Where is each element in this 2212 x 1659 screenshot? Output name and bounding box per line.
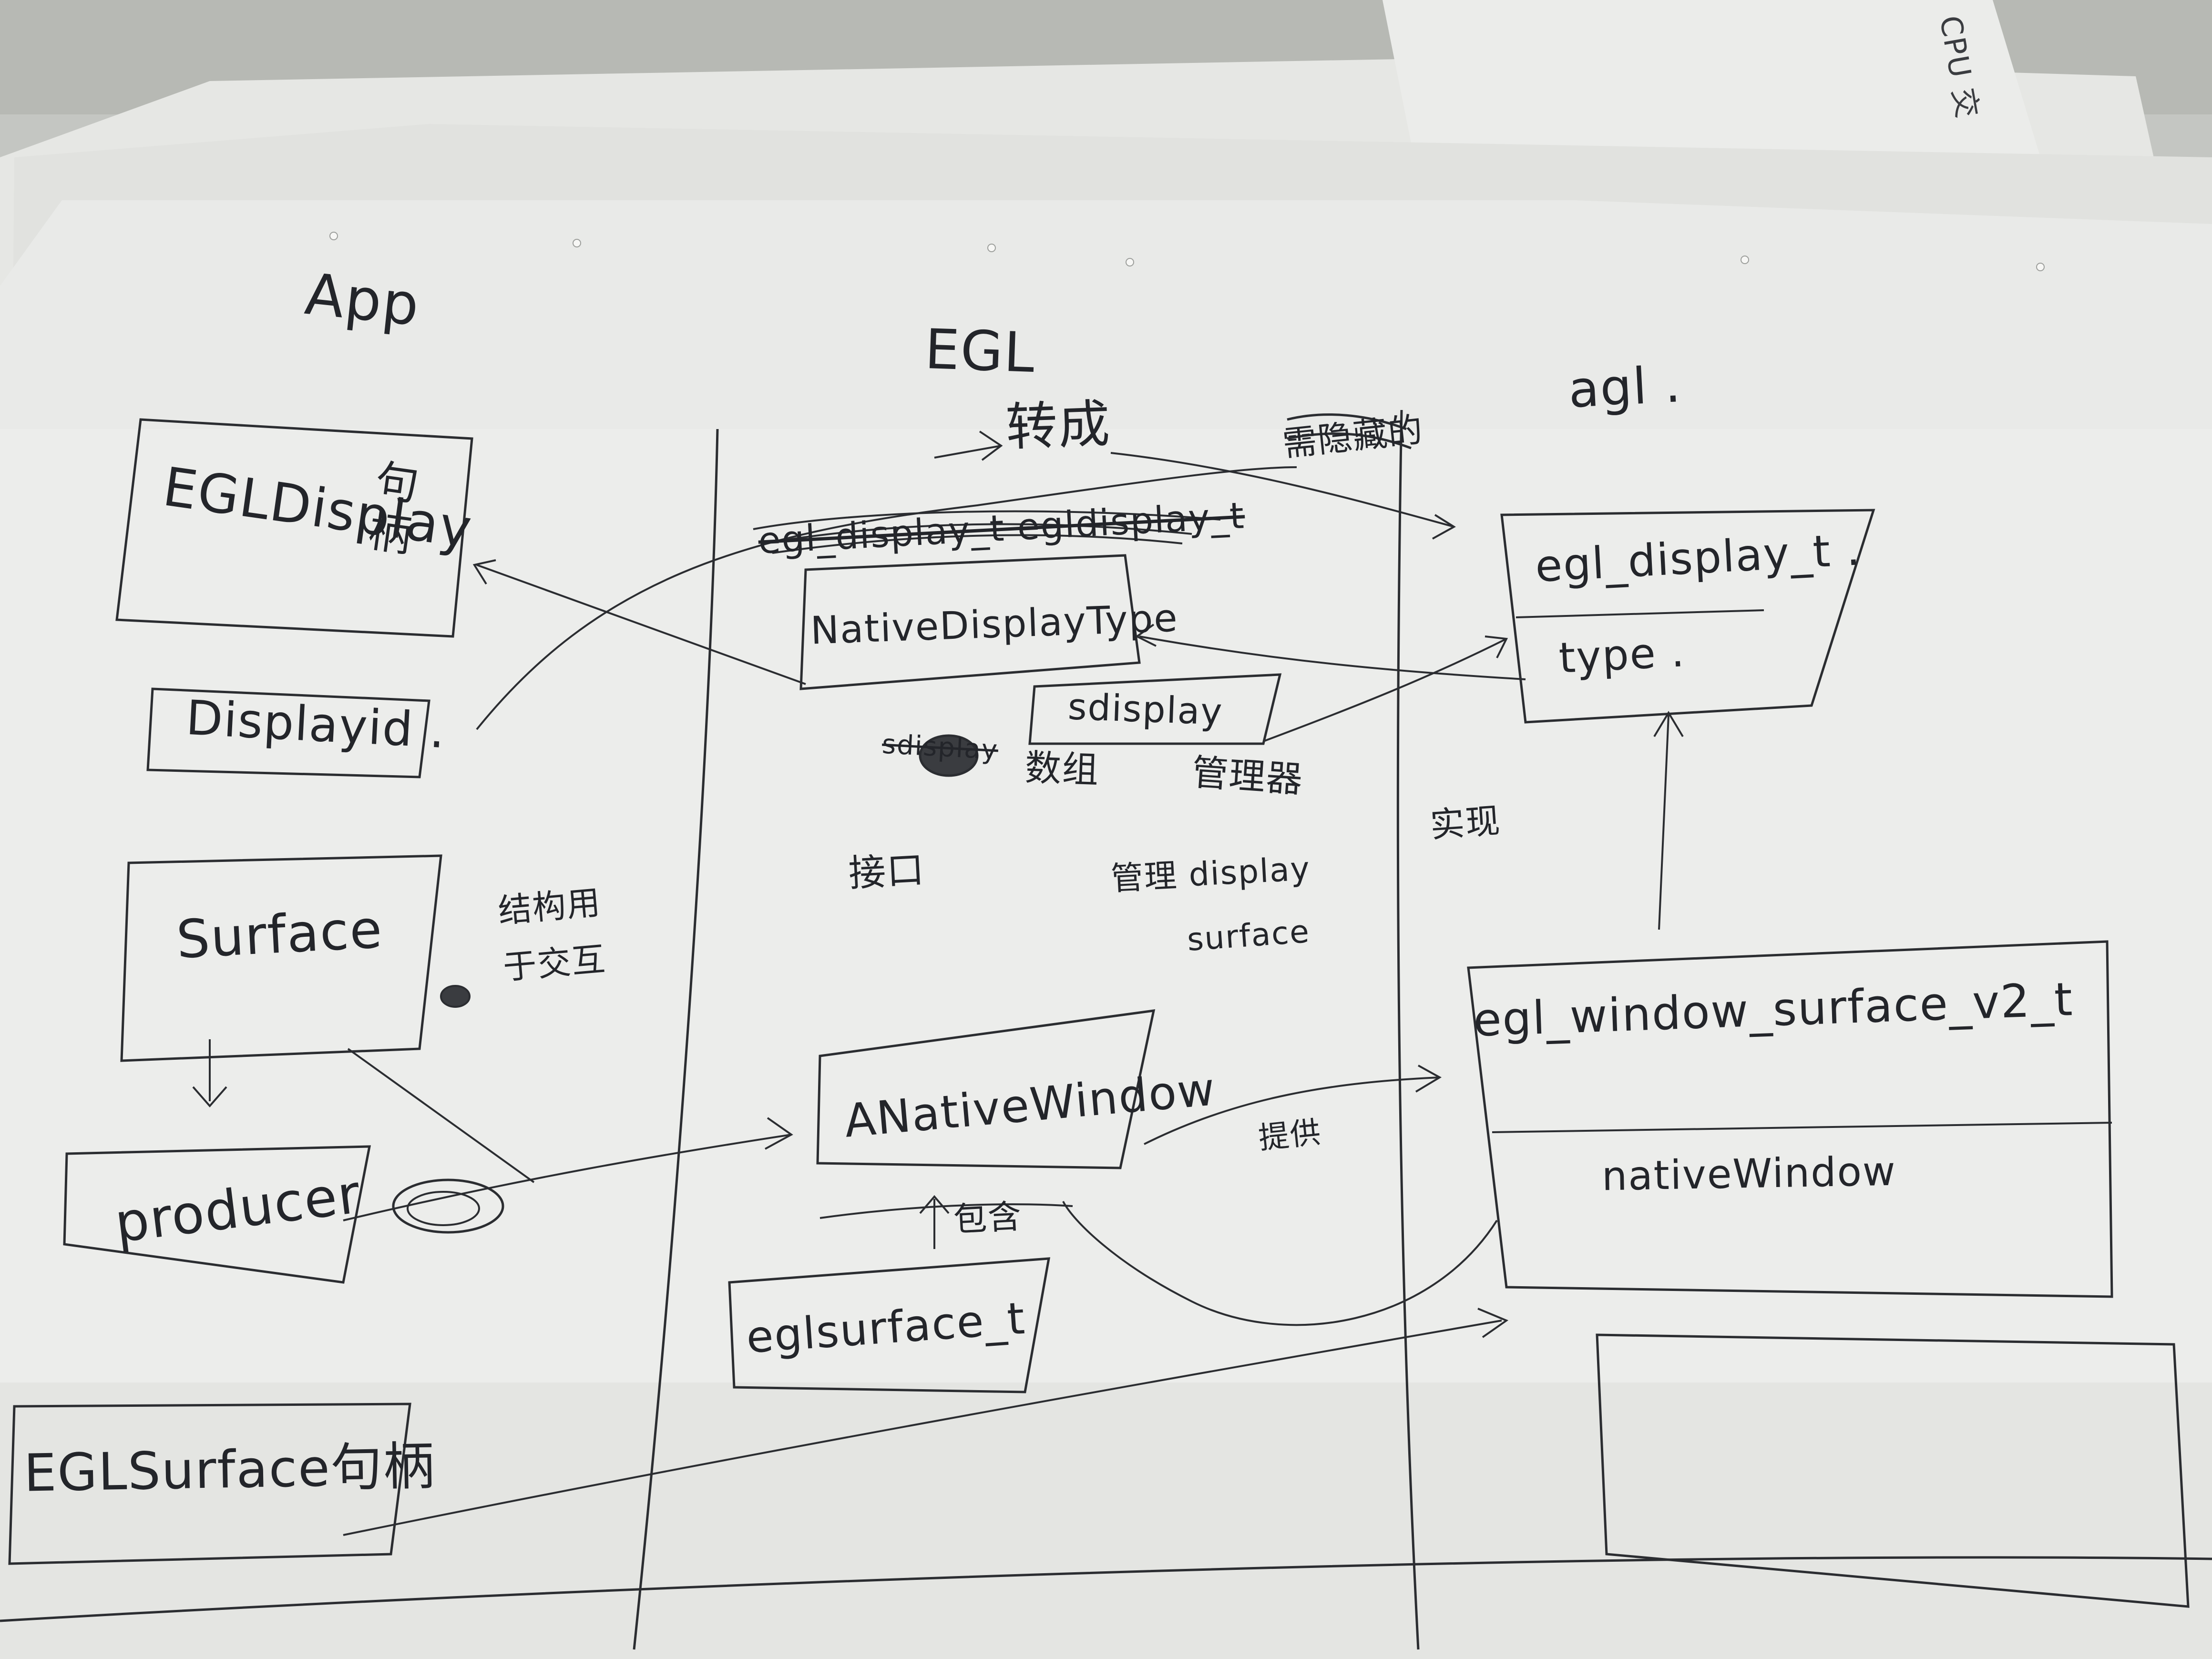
interface-note: 接口 [847,848,926,896]
manager-note: 管理器 [1190,750,1305,801]
struck-out-sdisplay: sdisplay [881,728,999,766]
native-window-label: nativeWindow [1601,1147,1897,1200]
implement-note: 实现 [1429,800,1502,846]
convert-note: 转成 [1004,394,1112,458]
column-egl-label: EGL [923,317,1037,386]
interact-note: 结构用于交互 [496,882,608,987]
array-note: 数组 [1024,746,1100,791]
contains-note: 包含 [952,1197,1024,1239]
column-app-label: App [302,261,423,339]
displayid-label: Displayid . [184,689,448,759]
eglsurface-handle-label: EGLSurface句柄 [23,1436,436,1504]
manage-surface-note: surface [1186,913,1311,958]
sdisplay-label: sdisplay [1067,685,1224,733]
column-agl-label: agl . [1567,355,1683,420]
provide-note: 提供 [1257,1115,1323,1157]
type-label: type . [1557,627,1687,683]
surface-label: Surface [174,898,385,971]
